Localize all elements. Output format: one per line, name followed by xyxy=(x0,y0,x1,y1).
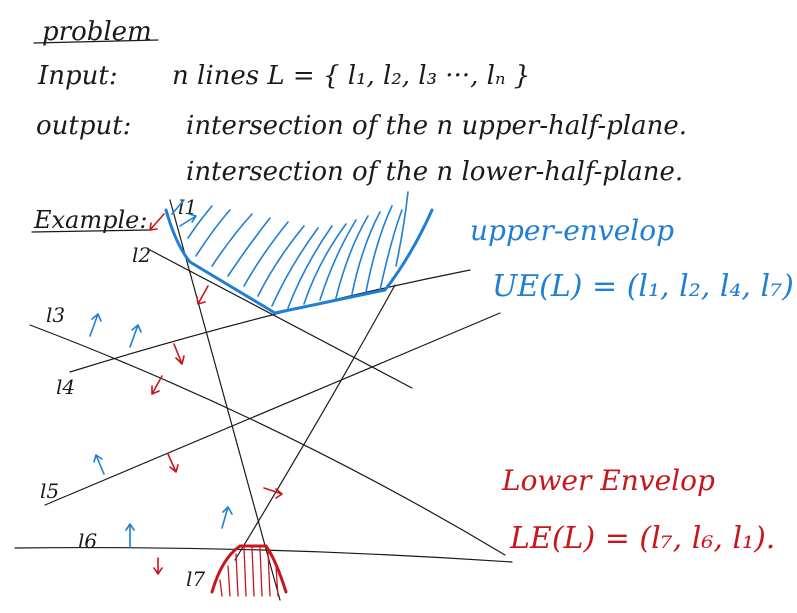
label-l6: l6 xyxy=(78,529,97,553)
label-l2: l2 xyxy=(132,243,151,267)
arrow-up-icon xyxy=(89,313,102,337)
downward-arrows xyxy=(149,213,283,575)
output-line-1: intersection of the n upper-half-plane. xyxy=(186,111,687,141)
input-label: Input: xyxy=(37,61,118,91)
arrow-right-icon xyxy=(263,487,283,499)
input-text: n lines L = { l₁, l₂, l₃ ···, lₙ } xyxy=(172,61,530,91)
lower-envelop-formula: LE(L) = (l₇, l₆, l₁). xyxy=(509,521,775,556)
arrow-down-icon xyxy=(149,213,165,231)
example-label: Example: xyxy=(33,206,147,234)
output-label: output: xyxy=(36,111,131,141)
line-l4 xyxy=(69,269,471,373)
arrow-down-icon xyxy=(153,557,163,575)
lower-envelope-hatching xyxy=(219,546,279,597)
upper-envelop-title: upper-envelop xyxy=(470,214,674,247)
arrow-down-icon xyxy=(167,453,179,473)
arrow-down-icon xyxy=(151,375,163,395)
label-l5: l5 xyxy=(40,479,59,503)
arrow-up-icon xyxy=(93,454,105,475)
arrow-down-icon xyxy=(196,285,209,305)
heading-underline xyxy=(33,39,159,44)
upper-envelop-formula: UE(L) = (l₁, l₂, l₄, l₇) xyxy=(492,269,794,304)
line-l3 xyxy=(29,324,506,556)
line-l5 xyxy=(44,312,501,506)
line-l1 xyxy=(169,199,281,601)
line-l2 xyxy=(149,249,413,389)
upper-envelope-boundary xyxy=(164,208,434,315)
label-l3: l3 xyxy=(46,303,65,327)
lower-envelop-title: Lower Envelop xyxy=(501,464,715,497)
lower-envelope-boundary xyxy=(210,544,288,594)
line-l6 xyxy=(14,546,513,563)
arrow-up-icon xyxy=(125,523,135,549)
arrow-up-icon xyxy=(179,213,197,227)
label-l4: l4 xyxy=(56,375,75,399)
arrow-up-icon xyxy=(221,506,233,529)
upper-envelope-hatching xyxy=(171,191,409,309)
line-l7 xyxy=(234,284,396,561)
label-l7: l7 xyxy=(186,567,205,591)
arrow-down-icon xyxy=(173,343,185,365)
upward-arrows xyxy=(89,213,233,549)
example-underline xyxy=(31,229,151,233)
arrow-up-icon xyxy=(129,324,142,348)
output-line-2: intersection of the n lower-half-plane. xyxy=(186,157,683,187)
